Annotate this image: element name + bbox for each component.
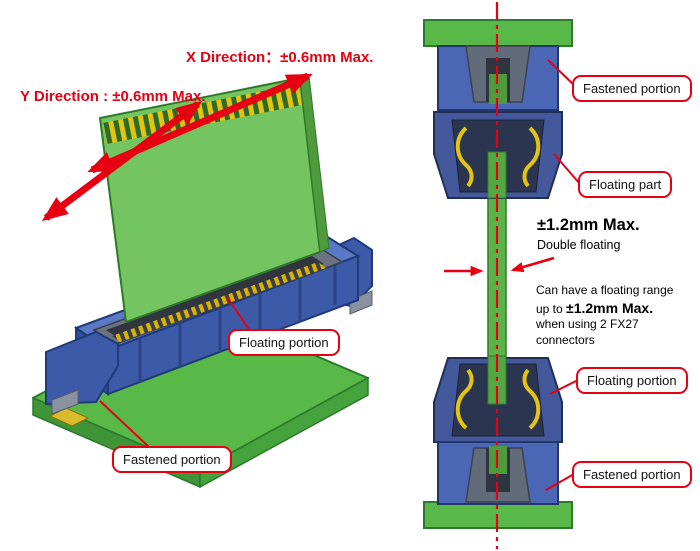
fastened-tab-left [51, 389, 79, 415]
bottom-contact-spring-left [455, 368, 474, 430]
left-isometric-figure [32, 72, 373, 489]
card-slot [106, 256, 324, 338]
pcb-plate-side-right [199, 376, 369, 489]
leader-fastened-left [99, 400, 151, 449]
note-line2-value: ±1.2mm Max. [566, 299, 654, 316]
callout-fastened-portion-top-right: Fastened portion [572, 75, 692, 102]
floating-range-note: Can have a floating range up to ±1.2mm M… [536, 283, 696, 348]
note-line2-prefix: up to [536, 301, 567, 316]
callout-fastened-portion-bottom-right: Fastened portion [572, 461, 692, 488]
top-contact-spring-left [455, 126, 474, 188]
bottom-contact-spring-right [522, 368, 541, 430]
connector-contact-row [112, 262, 326, 342]
double-floating-label: Double floating [537, 238, 621, 252]
front-ribs [138, 265, 337, 382]
note-line2: up to ±1.2mm Max. [536, 299, 696, 318]
note-line4: connectors [536, 332, 595, 347]
leader-floating-right [549, 379, 579, 395]
callout-fastened-portion-left: Fastened portion [112, 446, 232, 473]
double-floating-value: ±1.2mm Max. [537, 216, 640, 234]
leader-fastened-top [547, 59, 576, 87]
x-direction-label: X Direction：±0.6mm Max. [186, 49, 374, 66]
callout-floating-part-right: Floating part [578, 171, 673, 198]
leader-fastened-bottom [545, 473, 575, 491]
right-front-view [423, 2, 581, 549]
callout-floating-portion-right: Floating portion [576, 367, 688, 394]
note-line3: when using 2 FX27 [536, 317, 639, 332]
right-gap-arrow [510, 256, 555, 273]
fastened-tab-right [349, 290, 373, 315]
fastened-bracket-left [45, 330, 119, 406]
top-contact-spring-right [522, 126, 541, 188]
callout-floating-portion-left: Floating portion [228, 329, 340, 356]
leader-floating-part [553, 153, 581, 185]
leader-floating-left [226, 296, 251, 332]
note-line1: Can have a floating range [536, 283, 674, 297]
y-direction-arrow [41, 100, 203, 222]
y-direction-label: Y Direction : ±0.6mm Max. [20, 88, 206, 105]
